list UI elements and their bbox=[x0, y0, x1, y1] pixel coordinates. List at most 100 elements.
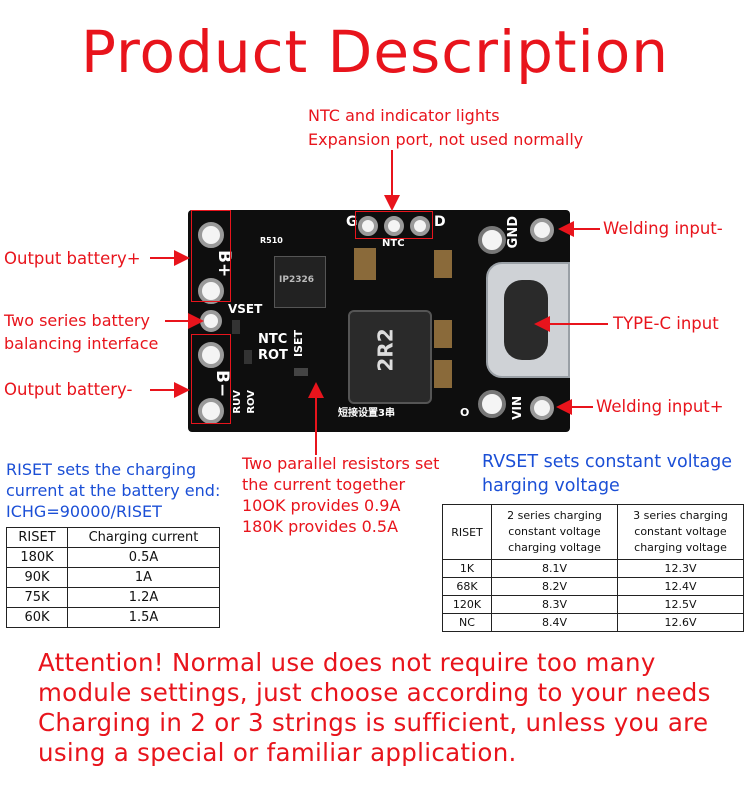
attention-note: Attention! Normal use does not require t… bbox=[38, 648, 748, 768]
label-welding-plus: Welding input+ bbox=[596, 397, 724, 416]
page-title: Product Description bbox=[81, 18, 669, 86]
parallel-line1: Two parallel resistors set bbox=[242, 454, 440, 473]
capacitor-3 bbox=[434, 320, 452, 348]
parallel-line4: 180K provides 0.5A bbox=[242, 517, 399, 536]
header-3s-line2: constant voltage bbox=[634, 525, 727, 538]
table-header-cell: 3 series charging constant voltage charg… bbox=[617, 504, 744, 560]
header-3s-line1: 3 series charging bbox=[633, 509, 728, 522]
mount-hole-top bbox=[478, 226, 506, 254]
capacitor-2 bbox=[434, 250, 452, 278]
table-cell: 0.5A bbox=[67, 547, 220, 568]
attention-line1: Attention! Normal use does not require t… bbox=[38, 648, 656, 677]
silk-b-minus: B− bbox=[212, 370, 232, 398]
table-cell: 8.4V bbox=[491, 613, 618, 632]
silk-vset: VSET bbox=[228, 302, 263, 316]
table-cell: 12.4V bbox=[617, 577, 744, 596]
pad-g bbox=[358, 216, 378, 236]
table-cell: 120K bbox=[442, 595, 492, 614]
silk-d: D bbox=[434, 214, 446, 230]
label-balance-line2: balancing interface bbox=[4, 334, 159, 353]
attention-line3: Charging in 2 or 3 strings is sufficient… bbox=[38, 708, 709, 737]
table-cell: 1K bbox=[442, 559, 492, 578]
attention-line2: module settings, just choose according t… bbox=[38, 678, 711, 707]
charging-current-table: RISET Charging current 180K 0.5A 90K 1A … bbox=[6, 527, 220, 628]
label-typec: TYPE-C input bbox=[613, 314, 719, 333]
table-cell: 12.5V bbox=[617, 595, 744, 614]
label-welding-minus: Welding input- bbox=[603, 219, 723, 238]
pad-vin bbox=[530, 396, 554, 420]
table-header-cell: RISET bbox=[6, 527, 68, 548]
table-cell: 1A bbox=[67, 567, 220, 588]
pad-gnd bbox=[530, 218, 554, 242]
riset-line3: ICHG=90000/RISET bbox=[6, 502, 162, 521]
pad-ntc bbox=[384, 216, 404, 236]
table-row: 120K 8.3V 12.5V bbox=[442, 595, 744, 614]
chip-label: IP2326 bbox=[279, 275, 314, 285]
pad-b-plus-1 bbox=[198, 222, 224, 248]
header-2s-line1: 2 series charging bbox=[507, 509, 602, 522]
charging-voltage-table: RISET 2 series charging constant voltage… bbox=[442, 504, 744, 632]
label-ntc-line1: NTC and indicator lights bbox=[308, 106, 500, 125]
rvset-line2: harging voltage bbox=[482, 476, 620, 496]
silk-ntc-top: NTC bbox=[382, 238, 405, 249]
silk-ntc: NTC bbox=[258, 332, 288, 347]
table-cell: 90K bbox=[6, 567, 68, 588]
table-row: NC 8.4V 12.6V bbox=[442, 613, 744, 632]
table-cell: 12.3V bbox=[617, 559, 744, 578]
rvset-line1: RVSET sets constant voltage bbox=[482, 452, 733, 472]
label-output-minus: Output battery- bbox=[4, 380, 133, 399]
table-header-cell: Charging current bbox=[67, 527, 220, 548]
inductor: 2R2 bbox=[348, 310, 432, 404]
table-row: 180K 0.5A bbox=[6, 547, 220, 568]
table-row: 90K 1A bbox=[6, 567, 220, 588]
silk-cn-text: 短接设置3串 bbox=[338, 408, 395, 419]
parallel-line3: 10OK provides 0.9A bbox=[242, 496, 401, 515]
riset-line1: RISET sets the charging bbox=[6, 460, 197, 479]
table-row: 1K 8.1V 12.3V bbox=[442, 559, 744, 578]
parallel-line2: the current together bbox=[242, 475, 406, 494]
capacitor-4 bbox=[434, 360, 452, 388]
pad-b-minus-1 bbox=[198, 342, 224, 368]
silk-rot: ROT bbox=[258, 348, 288, 363]
usb-c-connector bbox=[486, 262, 570, 378]
table-cell: 8.3V bbox=[491, 595, 618, 614]
silk-r510: R510 bbox=[260, 236, 283, 245]
table-cell: 68K bbox=[442, 577, 492, 596]
table-cell: 12.6V bbox=[617, 613, 744, 632]
resistor-iset bbox=[294, 368, 308, 376]
table-header-row: RISET 2 series charging constant voltage… bbox=[442, 504, 744, 560]
table-cell: 1.2A bbox=[67, 587, 220, 608]
table-cell: 60K bbox=[6, 607, 68, 628]
silk-b-plus: B+ bbox=[214, 250, 234, 278]
pad-b-minus-2 bbox=[198, 398, 224, 424]
header-2s-line3: charging voltage bbox=[508, 541, 601, 554]
pcb-board: G D NTC GND B+ VSET NTC ROT ISET B− RUV … bbox=[188, 210, 570, 432]
capacitor-1 bbox=[354, 248, 376, 280]
highlight-ntc-pads bbox=[355, 211, 433, 239]
label-balance-line1: Two series battery bbox=[4, 311, 150, 330]
riset-line2: current at the battery end: bbox=[6, 481, 221, 500]
header-3s-line3: charging voltage bbox=[634, 541, 727, 554]
table-header-cell: 2 series charging constant voltage charg… bbox=[491, 504, 618, 560]
resistor-b bbox=[244, 350, 252, 364]
controller-chip: IP2326 bbox=[274, 256, 326, 308]
attention-line4: using a special or familiar application. bbox=[38, 738, 517, 767]
table-cell: 8.1V bbox=[491, 559, 618, 578]
table-cell: 75K bbox=[6, 587, 68, 608]
table-header-cell: RISET bbox=[442, 504, 492, 560]
table-cell: NC bbox=[442, 613, 492, 632]
table-cell: 8.2V bbox=[491, 577, 618, 596]
table-row: 68K 8.2V 12.4V bbox=[442, 577, 744, 596]
table-row: 75K 1.2A bbox=[6, 587, 220, 608]
resistor-a bbox=[232, 320, 240, 334]
label-ntc-line2: Expansion port, not used normally bbox=[308, 130, 584, 149]
silk-o: O bbox=[460, 406, 470, 419]
table-cell: 180K bbox=[6, 547, 68, 568]
highlight-b-plus bbox=[191, 210, 231, 302]
pad-d bbox=[410, 216, 430, 236]
mount-hole-bottom bbox=[478, 390, 506, 418]
table-row: 60K 1.5A bbox=[6, 607, 220, 628]
silk-g: G bbox=[346, 214, 358, 230]
pad-b-plus-2 bbox=[198, 278, 224, 304]
